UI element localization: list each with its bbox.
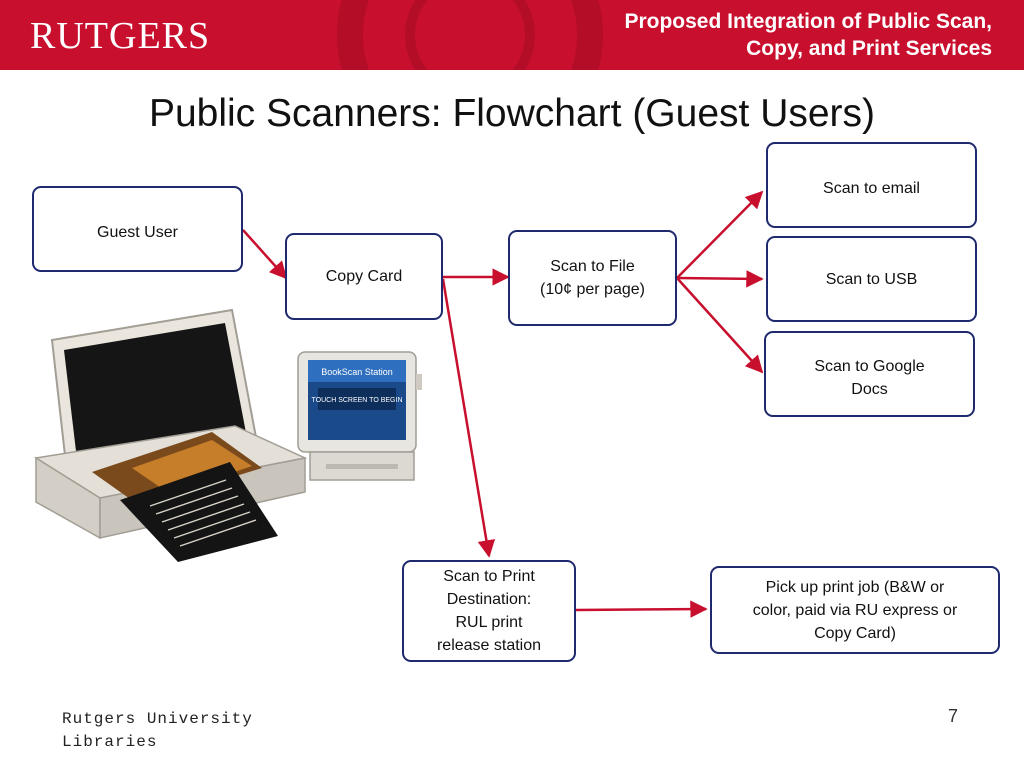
node-scan-to-email: Scan to email [766, 142, 977, 228]
node-scan-to-print: Scan to Print Destination: RUL print rel… [402, 560, 576, 662]
arrow-file-to-google-docs [676, 277, 764, 374]
slide-title: Public Scanners: Flowchart (Guest Users) [148, 92, 876, 135]
header-bar: RUTGERS Proposed Integration of Public S… [0, 0, 1024, 70]
node-label: Scan to Print Destination: RUL print rel… [436, 568, 542, 654]
node-scan-to-google-docs: Scan to Google Docs [764, 331, 975, 417]
node-label: Guest User [97, 224, 178, 241]
node-scan-to-usb: Scan to USB [766, 236, 977, 322]
arrow-print-to-pickup [575, 600, 708, 618]
node-pick-up-print-job: Pick up print job (B&W or color, paid vi… [710, 566, 1000, 654]
kiosk-touch-text: TOUCH SCREEN TO BEGIN [311, 397, 402, 404]
rutgers-logo[interactable]: RUTGERS [30, 15, 211, 57]
footer-organization: Rutgers University Libraries [62, 710, 253, 751]
kiosk-brand-text: BookScan Station [321, 367, 393, 377]
header-watermark [337, 0, 603, 70]
node-label: Scan to email [823, 180, 920, 197]
node-scan-to-file: Scan to File (10¢ per page) [508, 230, 677, 326]
arrow-file-to-usb [676, 270, 764, 288]
arrow-file-to-email [676, 190, 764, 279]
arrow-guest-to-copy-card [242, 229, 288, 280]
node-label: Scan to USB [825, 270, 918, 288]
node-guest-user: Guest User [32, 186, 243, 272]
node-label: Copy Card [325, 268, 403, 285]
node-label: Pick up print job (B&W or color, paid vi… [752, 578, 958, 642]
header-subtitle: Proposed Integration of Public Scan, Cop… [624, 10, 992, 60]
node-copy-card: Copy Card [285, 233, 443, 320]
page-number: 7 [948, 706, 959, 726]
book-page-highlight [132, 440, 252, 494]
arrow-copy-card-to-print [441, 278, 496, 558]
node-label: Scan to File (10¢ per page) [540, 258, 645, 298]
node-label: Scan to Google Docs [814, 358, 925, 398]
book-cover [120, 462, 278, 562]
bookscan-station-illustration: BookScan Station TOUCH SCREEN TO BEGIN [33, 308, 422, 562]
